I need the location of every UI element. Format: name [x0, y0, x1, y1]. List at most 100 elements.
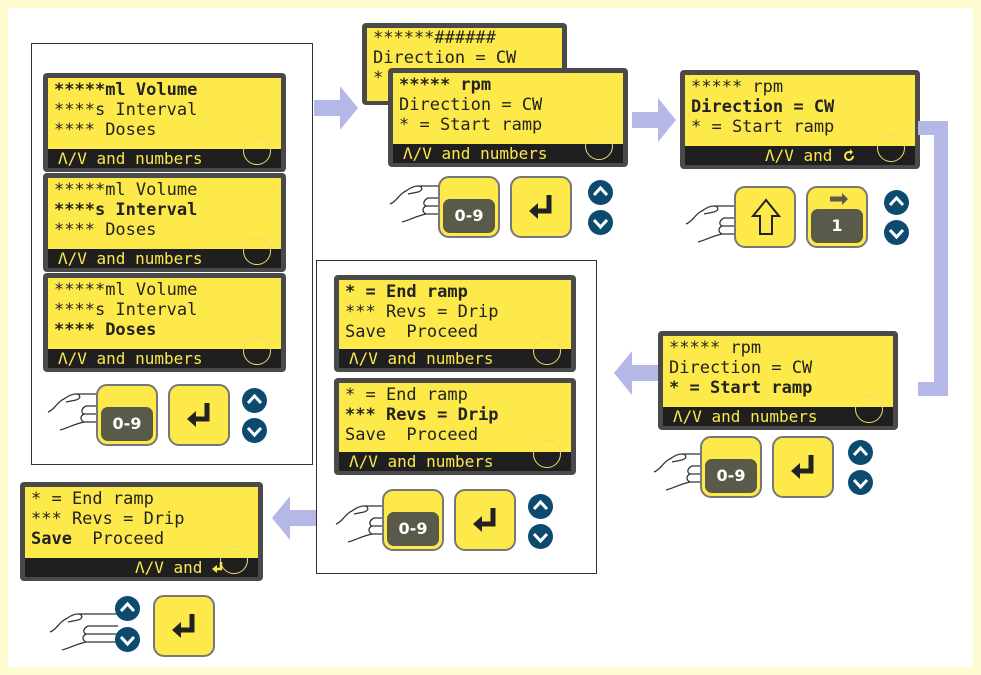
lcd-text: ml Volume	[105, 180, 198, 200]
lcd-text: s Interval	[94, 300, 198, 320]
rotate-key-label: 1	[811, 209, 863, 243]
logo-ring-icon	[243, 337, 271, 365]
enter-button[interactable]	[772, 436, 834, 498]
lcd-text: s Interval	[94, 200, 198, 220]
lcd-footer: Λ/V and numbers	[663, 407, 893, 426]
down-nav-button[interactable]	[528, 524, 553, 549]
lcd-interval-screen: *****ml Volume ****s Interval **** Doses…	[43, 173, 286, 272]
lcd-line: *** Revs = Drip	[31, 509, 185, 529]
rotate-icon	[844, 149, 855, 161]
down-nav-button[interactable]	[588, 210, 613, 235]
shift-up-icon	[751, 198, 781, 235]
up-nav-button[interactable]	[848, 440, 873, 465]
enter-icon	[473, 508, 496, 532]
enter-button[interactable]	[510, 176, 572, 238]
lcd-text: Proceed	[71, 529, 165, 549]
logo-ring-icon	[533, 337, 561, 365]
numeric-key[interactable]: 0-9	[96, 384, 158, 446]
lcd-field: *****	[399, 75, 451, 95]
lcd-line: * = Start ramp	[691, 117, 835, 137]
lcd-rpm-screen: ***** rpm Direction = CW * = Start ramp …	[388, 68, 628, 167]
down-nav-icon	[852, 478, 869, 490]
lcd-field: *****	[54, 80, 106, 100]
lcd-footer: Λ/V and	[685, 146, 915, 165]
lcd-footer-text: Λ/V and	[765, 146, 833, 165]
lcd-line: * = Start ramp	[399, 115, 543, 135]
numeric-key[interactable]: 0-9	[438, 176, 500, 238]
down-nav-icon	[246, 426, 263, 438]
lcd-text: s Interval	[94, 100, 198, 120]
rotate-icon	[830, 193, 848, 205]
lcd-line: Save Proceed	[345, 322, 479, 342]
logo-ring-icon	[220, 546, 248, 574]
lcd-line: Direction = CW	[399, 95, 543, 115]
enter-button[interactable]	[153, 595, 215, 657]
numeric-key-label: 0-9	[387, 512, 439, 546]
lcd-field: ****	[54, 220, 95, 240]
lcd-endramp-screen: * = End ramp *** Revs = Drip Save Procee…	[334, 275, 576, 372]
enter-icon	[529, 195, 552, 219]
logo-ring-icon	[877, 134, 905, 162]
up-nav-icon	[119, 601, 136, 613]
lcd-line: Direction = CW	[669, 358, 813, 378]
lcd-text: Doses	[94, 120, 157, 140]
lcd-field: ****	[54, 200, 95, 220]
lcd-field: ***	[345, 405, 376, 425]
down-nav-icon	[532, 532, 549, 544]
lcd-footer: Λ/V and numbers	[339, 452, 571, 471]
enter-icon	[791, 455, 814, 479]
lcd-line: ******######	[373, 28, 496, 48]
enter-icon	[187, 403, 210, 427]
numeric-key-label: 0-9	[101, 407, 153, 441]
lcd-text: Doses	[94, 320, 157, 340]
lcd-revs-screen: * = End ramp *** Revs = Drip Save Procee…	[334, 378, 576, 475]
lcd-doses-screen: *****ml Volume ****s Interval **** Doses…	[43, 273, 286, 372]
lcd-footer: Λ/V and	[25, 558, 258, 577]
down-nav-button[interactable]	[884, 220, 909, 245]
lcd-save-screen: * = End ramp *** Revs = Drip Save Procee…	[20, 482, 263, 581]
lcd-field: *	[345, 282, 356, 302]
lcd-field: ****	[54, 100, 95, 120]
flow-arrow-icon	[314, 86, 358, 130]
lcd-line: ***** rpm	[691, 77, 784, 97]
up-nav-button[interactable]	[242, 388, 267, 413]
lcd-text: rpm	[450, 75, 492, 95]
lcd-text: ml Volume	[105, 80, 198, 100]
lcd-field: ****	[54, 120, 95, 140]
enter-button[interactable]	[168, 384, 230, 446]
lcd-field: ****	[54, 300, 95, 320]
up-nav-icon	[852, 445, 869, 457]
lcd-footer: Λ/V and numbers	[48, 349, 281, 368]
up-nav-icon	[592, 185, 609, 197]
enter-icon	[172, 614, 195, 638]
lcd-line: Direction = CW	[373, 48, 517, 68]
lcd-line: Direction = CW	[691, 97, 835, 117]
logo-ring-icon	[533, 440, 561, 468]
enter-button[interactable]	[454, 489, 516, 551]
up-nav-button[interactable]	[588, 180, 613, 205]
lcd-text: ml Volume	[105, 280, 198, 300]
flow-arrow-icon	[614, 351, 658, 395]
down-nav-button[interactable]	[848, 470, 873, 495]
lcd-field: ****	[54, 320, 95, 340]
up-nav-icon	[532, 499, 549, 511]
up-nav-button[interactable]	[528, 494, 553, 519]
up-nav-button[interactable]	[884, 190, 909, 215]
down-nav-button[interactable]	[242, 418, 267, 443]
numeric-key-label: 0-9	[443, 199, 495, 233]
rotate-key[interactable]: 1	[806, 186, 868, 248]
lcd-field: *****	[54, 180, 106, 200]
lcd-footer: Λ/V and numbers	[48, 249, 281, 268]
up-nav-button[interactable]	[115, 596, 140, 621]
numeric-key-label: 0-9	[705, 459, 757, 493]
lcd-field: Save	[31, 529, 72, 549]
down-nav-button[interactable]	[115, 627, 140, 652]
numeric-key[interactable]: 0-9	[382, 489, 444, 551]
hand-pointer-icon	[49, 613, 118, 651]
shift-button[interactable]	[734, 186, 796, 248]
lcd-footer: Λ/V and numbers	[393, 144, 623, 163]
numeric-key[interactable]: 0-9	[700, 436, 762, 498]
lcd-line: *** Revs = Drip	[345, 302, 499, 322]
diagram-canvas: *****ml Volume ****s Interval **** Doses…	[8, 8, 973, 667]
flow-arrow-icon	[272, 496, 316, 540]
